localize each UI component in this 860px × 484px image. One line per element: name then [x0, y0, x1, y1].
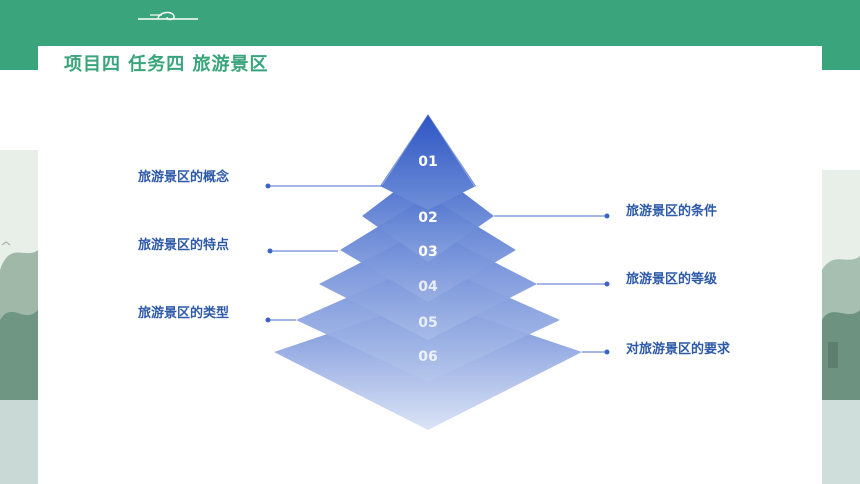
page-title: 项目四 任务四 旅游景区 — [64, 54, 269, 75]
pyramid-edge-left — [273, 113, 429, 353]
label-types: 旅游景区的类型 — [138, 306, 230, 321]
left-connectors — [265, 183, 384, 323]
label-conditions: 旅游景区的条件 — [626, 204, 718, 219]
landscape-painting-left — [0, 150, 38, 484]
right-connectors — [494, 213, 610, 355]
label-requirements: 对旅游景区的要求 — [626, 342, 731, 357]
cloud-ornament-icon — [138, 11, 198, 21]
label-concept: 旅游景区的概念 — [138, 170, 230, 185]
pyramid-layer-number: 05 — [418, 315, 437, 331]
pyramid-layer-number: 02 — [418, 210, 437, 226]
landscape-painting-right — [822, 170, 860, 484]
pyramid-layer-02 — [362, 166, 494, 262]
pyramid-layer-01 — [380, 114, 476, 210]
header-corner-left — [0, 0, 60, 70]
pyramid-layer-number: 06 — [418, 349, 437, 365]
header-band — [0, 0, 860, 46]
label-features: 旅游景区的特点 — [138, 238, 230, 253]
pyramid-layer-number: 04 — [418, 279, 438, 295]
label-grades: 旅游景区的等级 — [626, 272, 718, 287]
pyramid-layer-number: 01 — [418, 154, 437, 170]
header-corner-right — [800, 0, 860, 70]
pyramid-edge-right — [427, 113, 583, 353]
pyramid-layer-number: 03 — [418, 244, 437, 260]
